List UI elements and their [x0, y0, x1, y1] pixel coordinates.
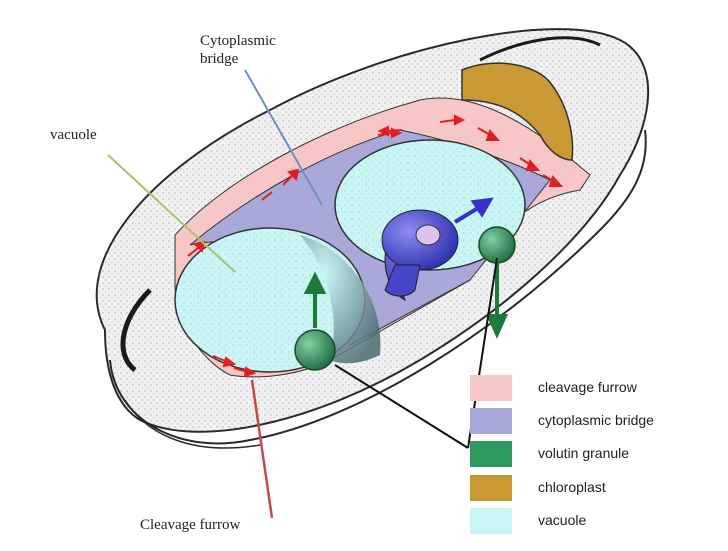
legend-item-volutin-granule: volutin granule	[470, 441, 720, 467]
legend-item-vacuole: vacuole	[470, 508, 720, 534]
legend-label: chloroplast	[538, 479, 606, 495]
nucleus	[381, 209, 459, 301]
label-cleavage-furrow: Cleavage furrow	[140, 517, 241, 533]
label-cytoplasmic-bridge-line1: Cytoplasmic	[200, 33, 276, 49]
legend-label: vacuole	[538, 512, 587, 528]
legend-item-chloroplast: chloroplast	[470, 475, 720, 501]
legend-swatch	[470, 408, 512, 434]
legend-label: cytoplasmic bridge	[538, 412, 654, 428]
legend-label: volutin granule	[538, 445, 630, 461]
volutin-granule-left	[294, 329, 336, 371]
legend-swatch	[470, 441, 512, 467]
vacuole-left-shadow	[300, 235, 381, 364]
volutin-granule-right	[478, 226, 516, 264]
furrow-arrows	[187, 114, 564, 378]
label-vacuole: vacuole	[50, 127, 97, 143]
legend-item-cleavage-furrow: cleavage furrow	[470, 375, 720, 401]
legend-swatch	[470, 375, 512, 401]
chloroplast	[461, 62, 574, 161]
legend-label: cleavage furrow	[538, 379, 637, 395]
label-cytoplasmic-bridge-line2: bridge	[200, 51, 239, 67]
granule-arrows	[303, 262, 509, 339]
pointer-cleavage-furrow	[250, 379, 274, 519]
legend-item-cytoplasmic-bridge: cytoplasmic bridge	[470, 408, 720, 434]
nucleus-arrow	[453, 197, 494, 224]
pointer-cytoplasmic-bridge	[244, 69, 323, 206]
legend-swatch	[470, 475, 512, 501]
legend-swatch	[470, 508, 512, 534]
pointer-vacuole	[107, 154, 236, 273]
